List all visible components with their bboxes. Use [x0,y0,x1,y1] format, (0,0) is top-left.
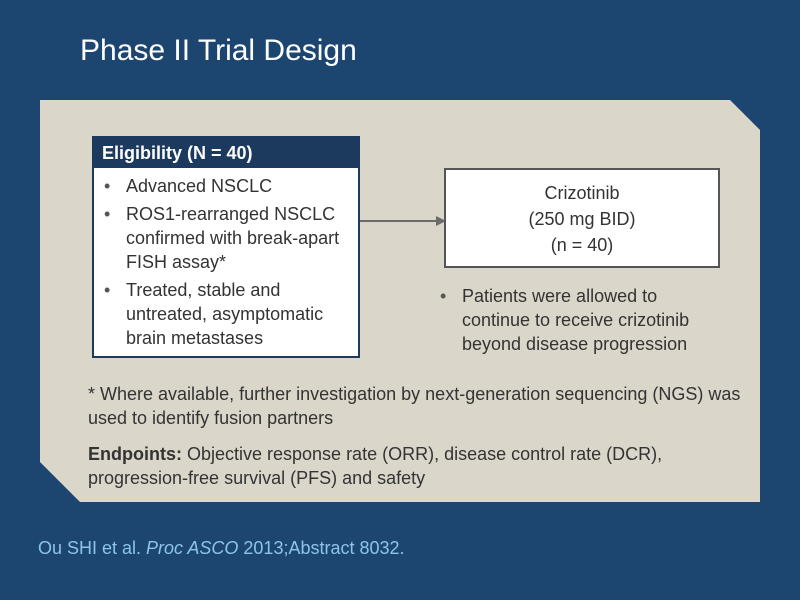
citation-rest: 2013;Abstract 8032. [238,538,405,558]
endpoints-text: Objective response rate (ORR), disease c… [88,444,663,488]
treatment-drug: Crizotinib [544,183,620,203]
eligibility-header: Eligibility (N = 40) [94,138,358,168]
treatment-dose: (250 mg BID) [528,209,636,229]
citation-journal: Proc ASCO [146,538,239,558]
slide-title: Phase II Trial Design [80,34,357,67]
endpoints-label: Endpoints: [88,444,182,464]
treatment-n: (n = 40) [550,235,614,255]
eligibility-list: Advanced NSCLC ROS1-rearranged NSCLC con… [94,174,358,350]
citation: Ou SHI et al. Proc ASCO 2013;Abstract 80… [38,538,405,559]
footnote: * Where available, further investigation… [88,384,741,428]
treatment-box: Crizotinib (250 mg BID) (n = 40) [444,168,720,268]
eligibility-item: ROS1-rearranged NSCLC confirmed with bre… [94,202,358,274]
treatment-note-list: Patients were allowed to continue to rec… [430,284,730,356]
endpoints: Endpoints: Objective response rate (ORR)… [88,442,748,490]
eligibility-box: Eligibility (N = 40) Advanced NSCLC ROS1… [92,136,360,358]
flow-arrow [360,216,446,226]
treatment-note: Patients were allowed to continue to rec… [430,284,730,356]
citation-authors: Ou SHI et al. [38,538,147,558]
eligibility-item: Advanced NSCLC [94,174,358,198]
eligibility-item: Treated, stable and untreated, asymptoma… [94,278,358,350]
